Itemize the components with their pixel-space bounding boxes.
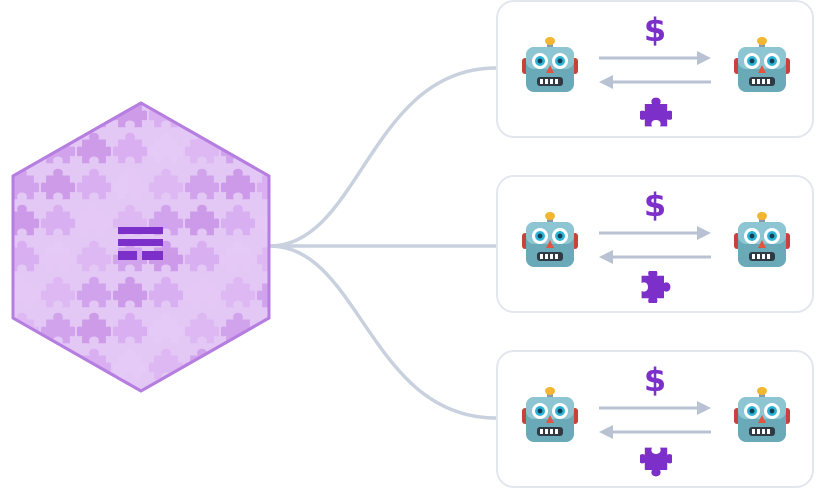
connectors [269,66,497,420]
puzzle-tile [13,132,39,164]
puzzle-tile [185,103,219,128]
puzzle-tile [257,348,269,380]
puzzle-tile [41,384,75,391]
puzzle-tile [13,348,39,380]
currency-symbol: $ [643,361,667,399]
puzzle-piece-icon [640,97,672,127]
puzzle-piece-icon [640,447,672,477]
puzzle-tile [221,103,255,128]
puzzle-tile [185,384,219,391]
arrow-left [599,250,711,264]
arrow-right [599,226,711,240]
puzzle-tile [221,384,255,391]
arrow-right [599,51,711,65]
currency-symbol: $ [643,11,667,49]
puzzle-tile [13,384,39,391]
exchange-card-3: $ [496,350,814,488]
puzzle-tile [77,384,111,391]
connector-top [269,66,497,248]
puzzle-tile [41,348,75,380]
arrow-left [599,75,711,89]
arrow-left [599,425,711,439]
stacked-bars-icon [118,227,163,260]
puzzle-tile [257,384,269,391]
hub-hexagon [11,101,271,393]
puzzle-tile [41,103,75,128]
exchange-card-2: $ [496,175,814,313]
exchange-card-1: $ [496,0,814,138]
currency-symbol: $ [643,186,667,224]
puzzle-tile [257,103,269,128]
arrow-right [599,401,711,415]
puzzle-tile [13,103,39,128]
puzzle-tile [221,348,255,380]
puzzle-piece-icon [641,271,671,303]
puzzle-tile [149,384,183,391]
connector-bottom [269,244,497,420]
puzzle-tile [257,132,269,164]
